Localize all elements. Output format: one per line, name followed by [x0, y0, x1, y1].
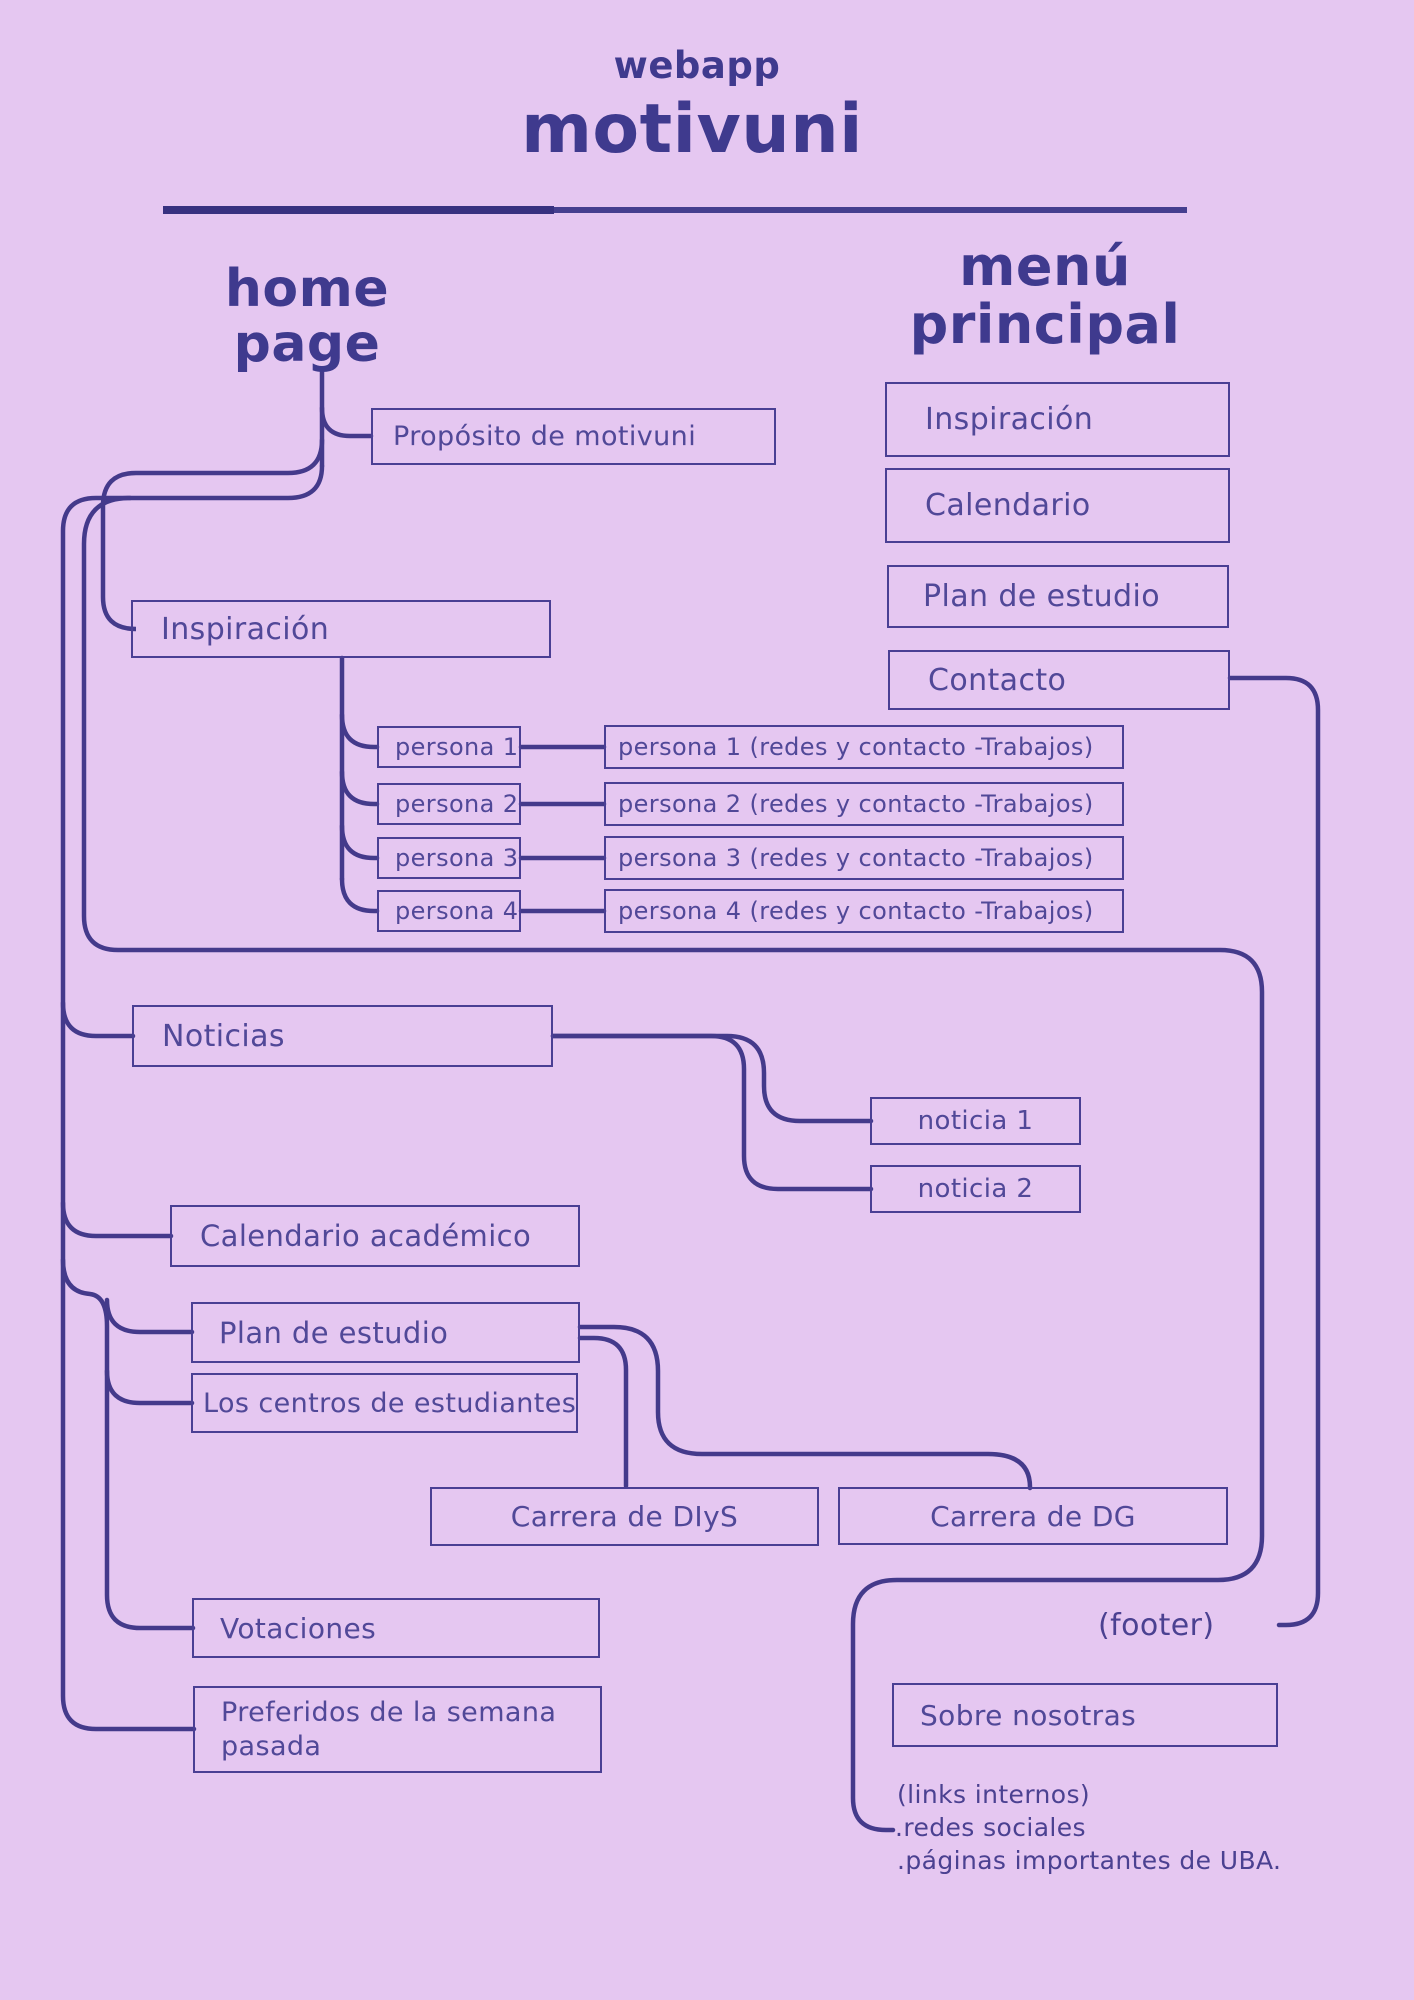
wire-persona-4: [339, 876, 380, 914]
node-persona-1: persona 1: [377, 726, 521, 768]
menu-principal-heading: menú principal: [875, 238, 1215, 354]
menu-item-calendario: Calendario: [885, 468, 1230, 543]
node-noticia-2: noticia 2: [870, 1165, 1081, 1213]
wire-noticia-2: [550, 1033, 874, 1192]
wire-footer-sweep: [81, 495, 1265, 1833]
node-sobre-nosotras: Sobre nosotras: [892, 1683, 1278, 1747]
home-heading-line1: home: [224, 259, 390, 319]
wire-inner-rail: [60, 1257, 196, 1631]
node-inspiracion: Inspiración: [131, 600, 551, 658]
wire-noticia-1: [550, 1033, 874, 1124]
title-underline-right: [554, 207, 1187, 213]
node-persona-detail-4: persona 4 (redes y contacto -Trabajos): [604, 889, 1124, 933]
footer-label: (footer): [1098, 1608, 1215, 1643]
wire-branch-calendario: [60, 1200, 174, 1239]
wire-persona-1: [339, 712, 380, 750]
node-persona-2: persona 2: [377, 783, 521, 825]
wire-branch-noticias: [60, 1000, 136, 1039]
menu-item-inspiracion: Inspiración: [885, 382, 1230, 457]
wire-contacto-footer: [1227, 675, 1321, 1628]
wire-home-inspiracion: [100, 437, 325, 632]
node-persona-detail-1: persona 1 (redes y contacto -Trabajos): [604, 725, 1124, 769]
home-heading-line2: page: [233, 314, 381, 374]
node-noticias: Noticias: [132, 1005, 553, 1067]
wire-branch-plan: [104, 1297, 195, 1335]
node-persona-3: persona 3: [377, 837, 521, 879]
footer-link-paginas: .páginas importantes de UBA.: [897, 1846, 1282, 1875]
footer-links-title: (links internos): [897, 1780, 1091, 1809]
node-calendario-academico: Calendario académico: [170, 1205, 580, 1267]
app-kicker: webapp: [613, 44, 781, 87]
wire-plan-diys: [577, 1335, 629, 1489]
wire-outer-rail: [60, 463, 325, 1732]
node-centros-estudiantes: Los centros de estudiantes: [191, 1373, 578, 1433]
footer-link-redes: .redes sociales: [895, 1813, 1086, 1842]
node-plan-de-estudio: Plan de estudio: [191, 1302, 580, 1363]
app-title: motivuni: [521, 90, 863, 169]
wire-branch-centros: [104, 1368, 195, 1406]
title-underline-left: [163, 206, 554, 214]
node-votaciones: Votaciones: [192, 1598, 600, 1658]
wire-plan-dg: [577, 1324, 1033, 1491]
menu-item-contacto: Contacto: [888, 650, 1230, 710]
menu-heading-line1: menú: [959, 235, 1131, 298]
node-persona-4: persona 4: [377, 890, 521, 932]
node-noticia-1: noticia 1: [870, 1097, 1081, 1145]
node-proposito: Propósito de motivuni: [371, 408, 776, 465]
node-preferidos: Preferidos de la semana pasada: [193, 1686, 602, 1773]
wire-persona-2: [339, 769, 380, 807]
node-carrera-dg: Carrera de DG: [838, 1487, 1228, 1545]
wire-home-proposito: [319, 405, 374, 439]
home-page-heading: home page: [187, 262, 427, 372]
node-persona-detail-3: persona 3 (redes y contacto -Trabajos): [604, 836, 1124, 880]
node-persona-detail-2: persona 2 (redes y contacto -Trabajos): [604, 782, 1124, 826]
wire-persona-3: [339, 823, 380, 861]
menu-item-plan-de-estudio: Plan de estudio: [887, 565, 1229, 628]
node-carrera-diys: Carrera de DIyS: [430, 1487, 819, 1546]
menu-heading-line2: principal: [909, 293, 1181, 356]
